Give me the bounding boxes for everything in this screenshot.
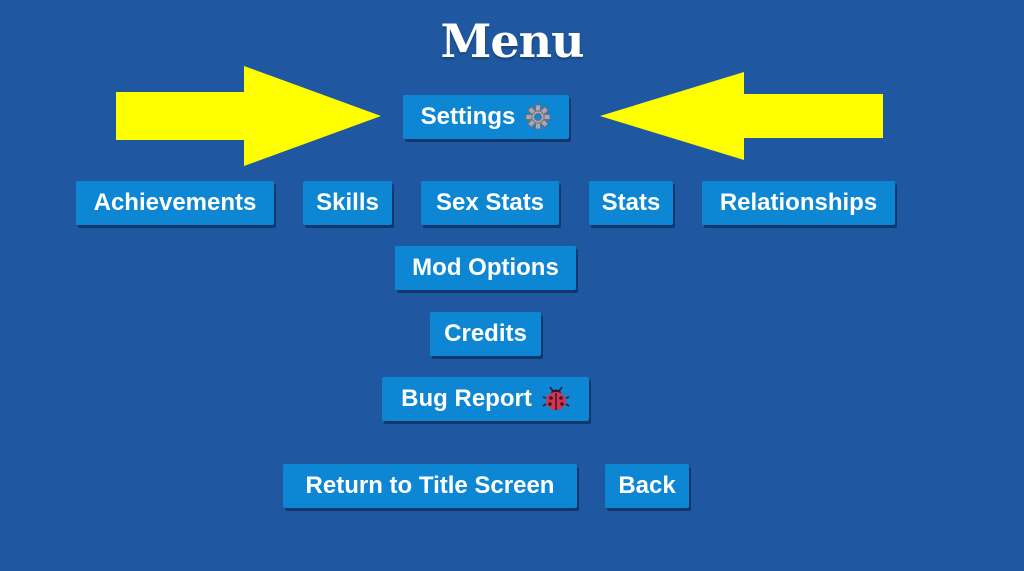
back-button[interactable]: Back [605,464,689,508]
left-arrow-annotation [116,66,381,166]
credits-button[interactable]: Credits [430,312,541,356]
stats-button[interactable]: Stats [589,181,673,225]
right-arrow-annotation [600,72,883,160]
bug-report-button[interactable]: Bug Report [382,377,589,421]
settings-label: Settings [420,103,516,130]
mod-options-button[interactable]: Mod Options [395,246,576,290]
settings-button[interactable]: Settings [403,95,569,139]
return-to-title-button[interactable]: Return to Title Screen [283,464,577,508]
menu-title: Menu [440,14,584,68]
sex-stats-button[interactable]: Sex Stats [421,181,559,225]
bug-report-label: Bug Report [401,385,532,412]
ladybug-icon [542,386,570,412]
gear-icon [525,104,551,130]
relationships-button[interactable]: Relationships [702,181,895,225]
skills-button[interactable]: Skills [303,181,392,225]
achievements-button[interactable]: Achievements [76,181,274,225]
